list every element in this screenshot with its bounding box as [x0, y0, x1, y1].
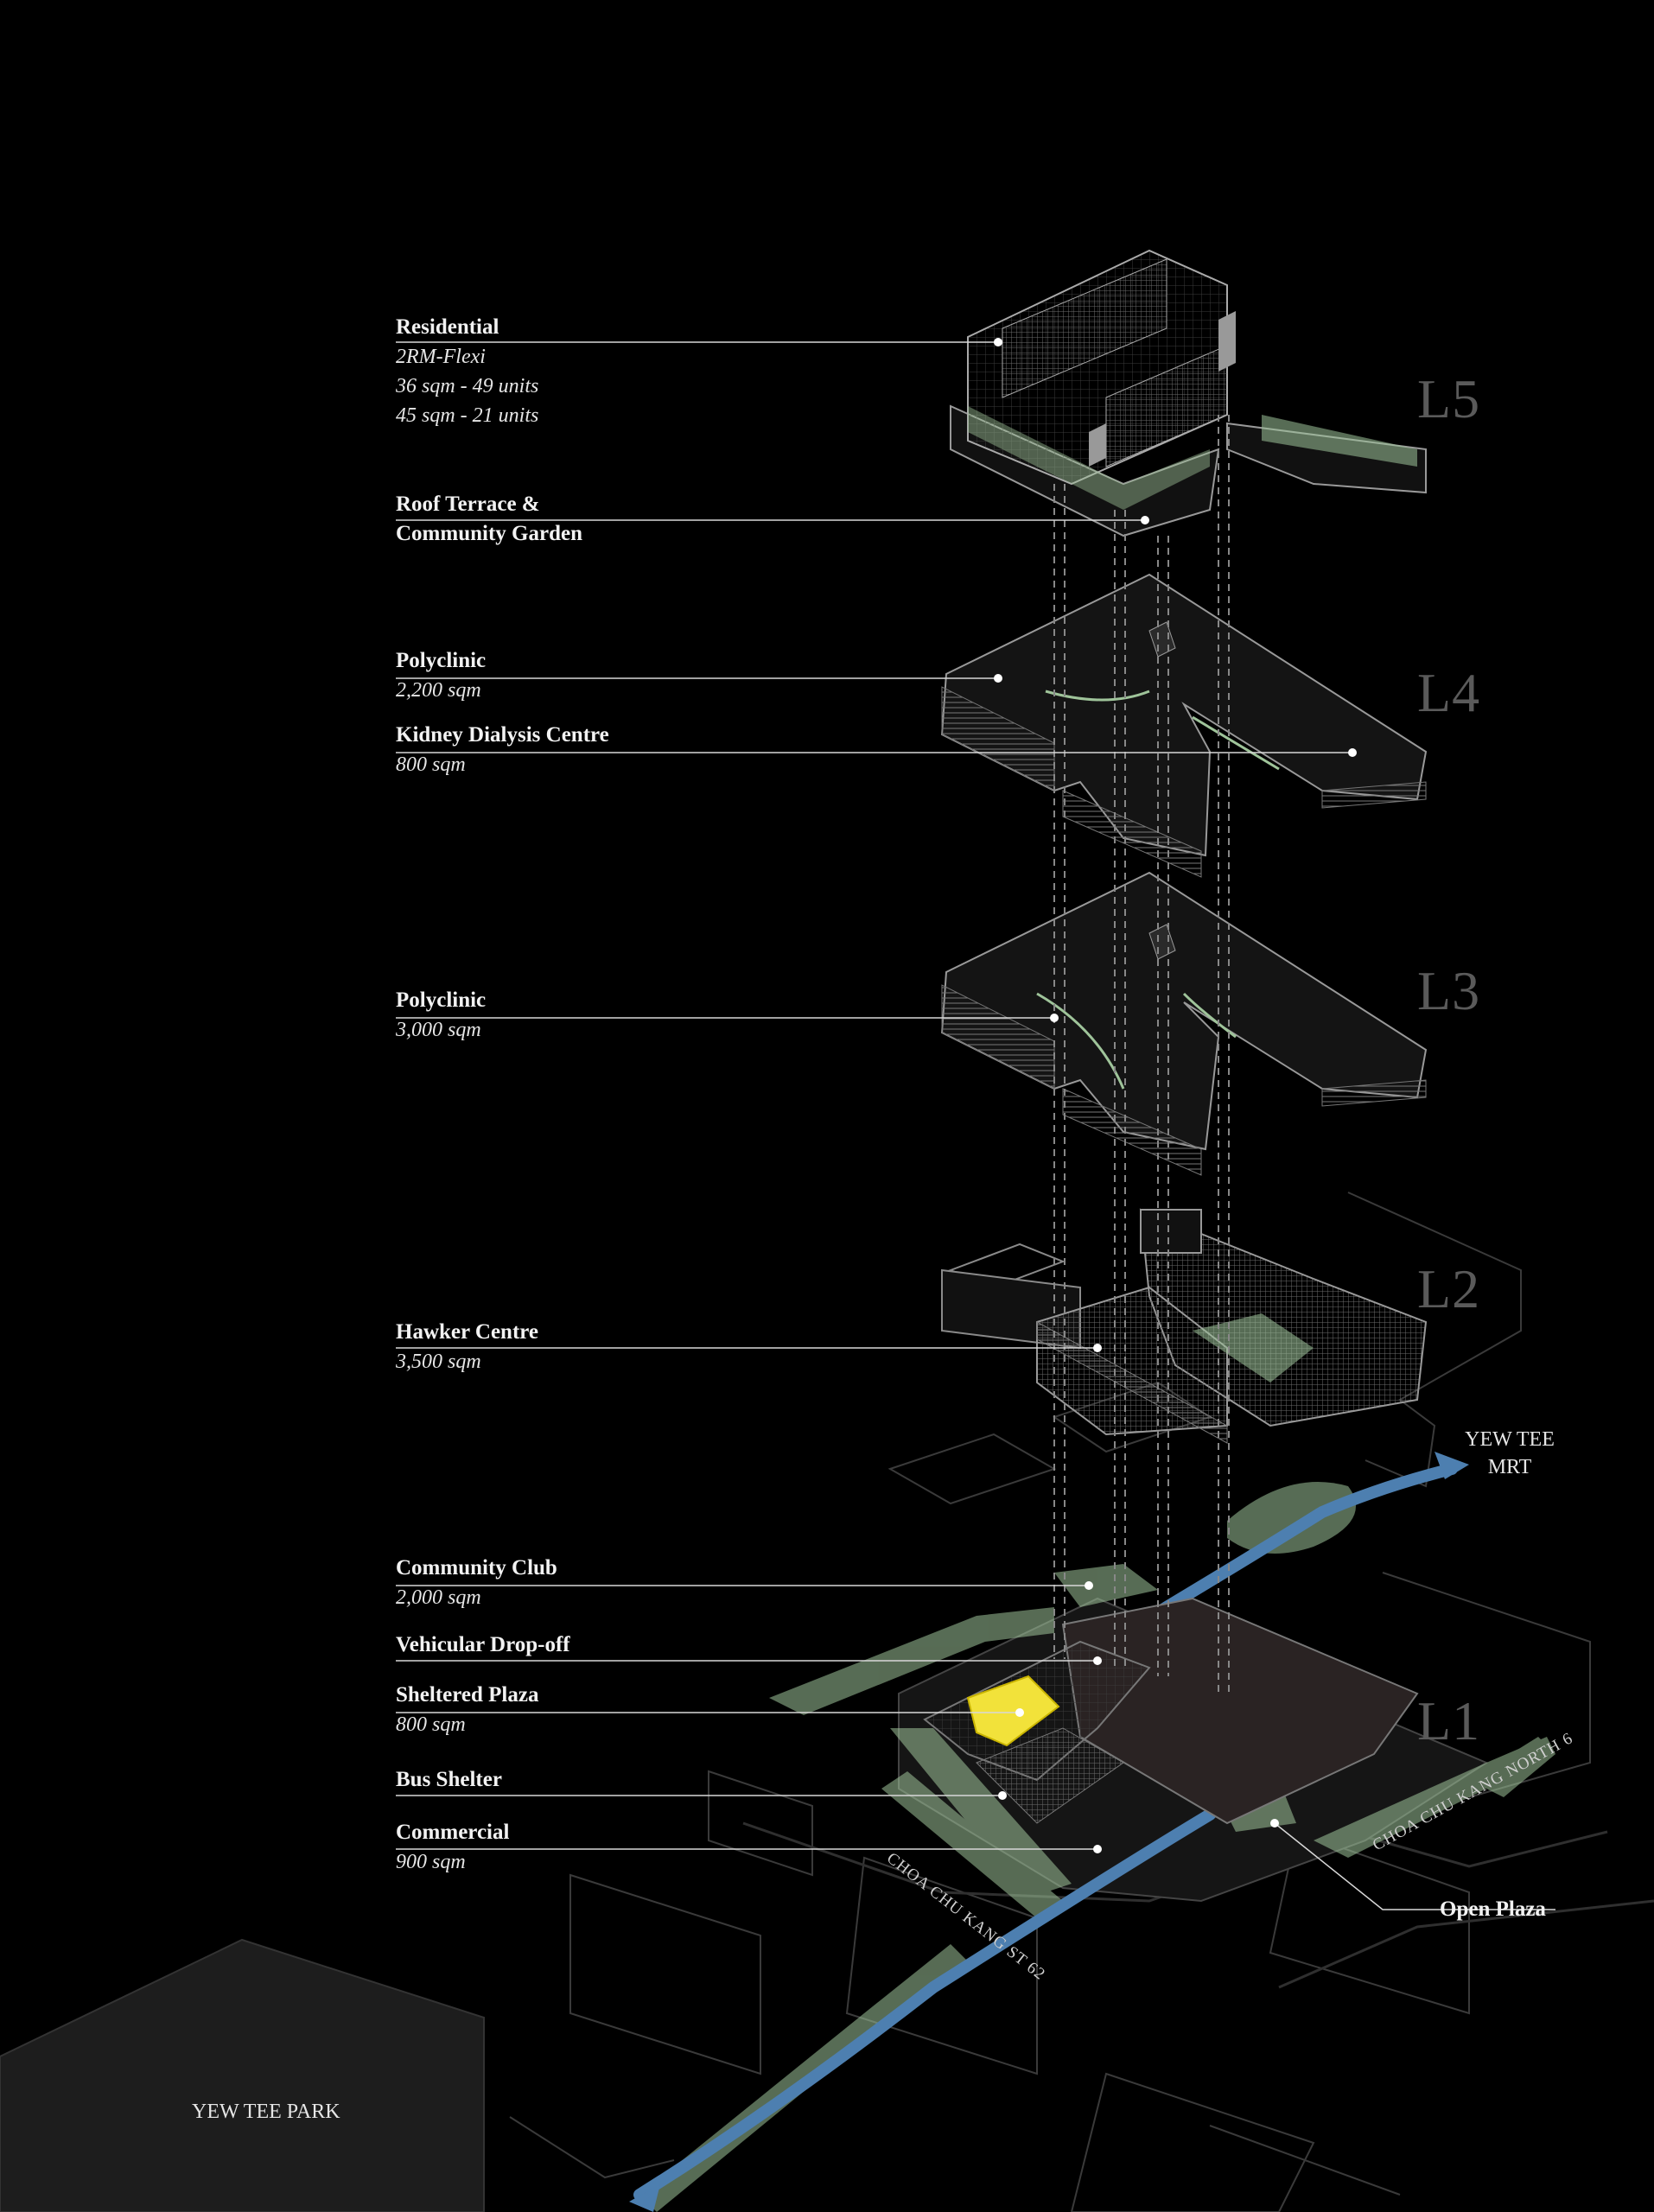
level-label-l2: L2 [1417, 1258, 1481, 1319]
label-roof-terrace: Roof Terrace & Community Garden [396, 490, 582, 549]
label-vehicular-dropoff: Vehicular Drop-off [396, 1630, 570, 1660]
commercial-area: 900 sqm [396, 1851, 466, 1873]
level-label-l3: L3 [1417, 960, 1481, 1021]
label-sheltered-plaza: Sheltered Plaza 800 sqm [396, 1681, 538, 1739]
label-polyclinic-l3: Polyclinic 3,000 sqm [396, 986, 486, 1045]
kidney-area: 800 sqm [396, 753, 466, 776]
level-3-plan [940, 871, 1428, 1176]
vertical-cores [1053, 415, 1230, 1694]
hawker-area: 3,500 sqm [396, 1351, 481, 1373]
residential-units-45: 45 sqm - 21 units [396, 404, 539, 427]
residential-title: Residential [396, 315, 499, 339]
level-2-plan [941, 1208, 1428, 1444]
label-bus-shelter: Bus Shelter [396, 1765, 502, 1795]
label-polyclinic-l4: Polyclinic 2,200 sqm [396, 646, 486, 705]
polyclinic-l4-area: 2,200 sqm [396, 679, 481, 702]
level-label-l4: L4 [1417, 662, 1481, 723]
park-label: YEW TEE PARK [192, 2101, 340, 2123]
hawker-title: Hawker Centre [396, 1320, 539, 1344]
residential-type: 2RM-Flexi [396, 346, 486, 368]
mrt-line2: MRT [1487, 1456, 1532, 1478]
polyclinic-l3-area: 3,000 sqm [396, 1019, 481, 1041]
community-club-title: Community Club [396, 1556, 557, 1580]
level-label-l5: L5 [1417, 368, 1481, 429]
polyclinic-l4-title: Polyclinic [396, 649, 487, 672]
kidney-title: Kidney Dialysis Centre [396, 723, 609, 747]
level-5-plan [950, 249, 1427, 537]
label-residential: Residential 2RM-Flexi 36 sqm - 49 units … [396, 313, 538, 430]
level-label-l1: L1 [1417, 1690, 1481, 1751]
level-1-plan [923, 1597, 1419, 1825]
residential-units-36: 36 sqm - 49 units [396, 375, 539, 397]
leader-dots [994, 338, 1357, 1853]
label-community-club: Community Club 2,000 sqm [396, 1554, 557, 1612]
commercial-title: Commercial [396, 1821, 510, 1844]
dropoff-title: Vehicular Drop-off [396, 1633, 570, 1656]
leader-lines [396, 341, 1555, 1910]
sheltered-plaza-area: 800 sqm [396, 1713, 466, 1736]
level-4-plan [940, 573, 1428, 878]
bus-shelter-title: Bus Shelter [396, 1768, 502, 1791]
label-hawker-centre: Hawker Centre 3,500 sqm [396, 1318, 538, 1376]
sheltered-plaza-title: Sheltered Plaza [396, 1683, 539, 1707]
mrt-line1: YEW TEE [1465, 1428, 1555, 1451]
label-kidney-dialysis: Kidney Dialysis Centre 800 sqm [396, 721, 609, 779]
label-commercial: Commercial 900 sqm [396, 1818, 509, 1877]
roof-terrace-line1: Roof Terrace & [396, 493, 540, 516]
community-club-area: 2,000 sqm [396, 1586, 481, 1609]
sheltered-plaza-highlight [966, 1675, 1060, 1747]
polyclinic-l3-title: Polyclinic [396, 988, 487, 1012]
open-plaza-title: Open Plaza [1440, 1897, 1546, 1921]
mrt-label: YEW TEE MRT [1445, 1426, 1574, 1481]
roof-terrace-line2: Community Garden [396, 522, 582, 545]
label-open-plaza: Open Plaza [1440, 1895, 1546, 1924]
